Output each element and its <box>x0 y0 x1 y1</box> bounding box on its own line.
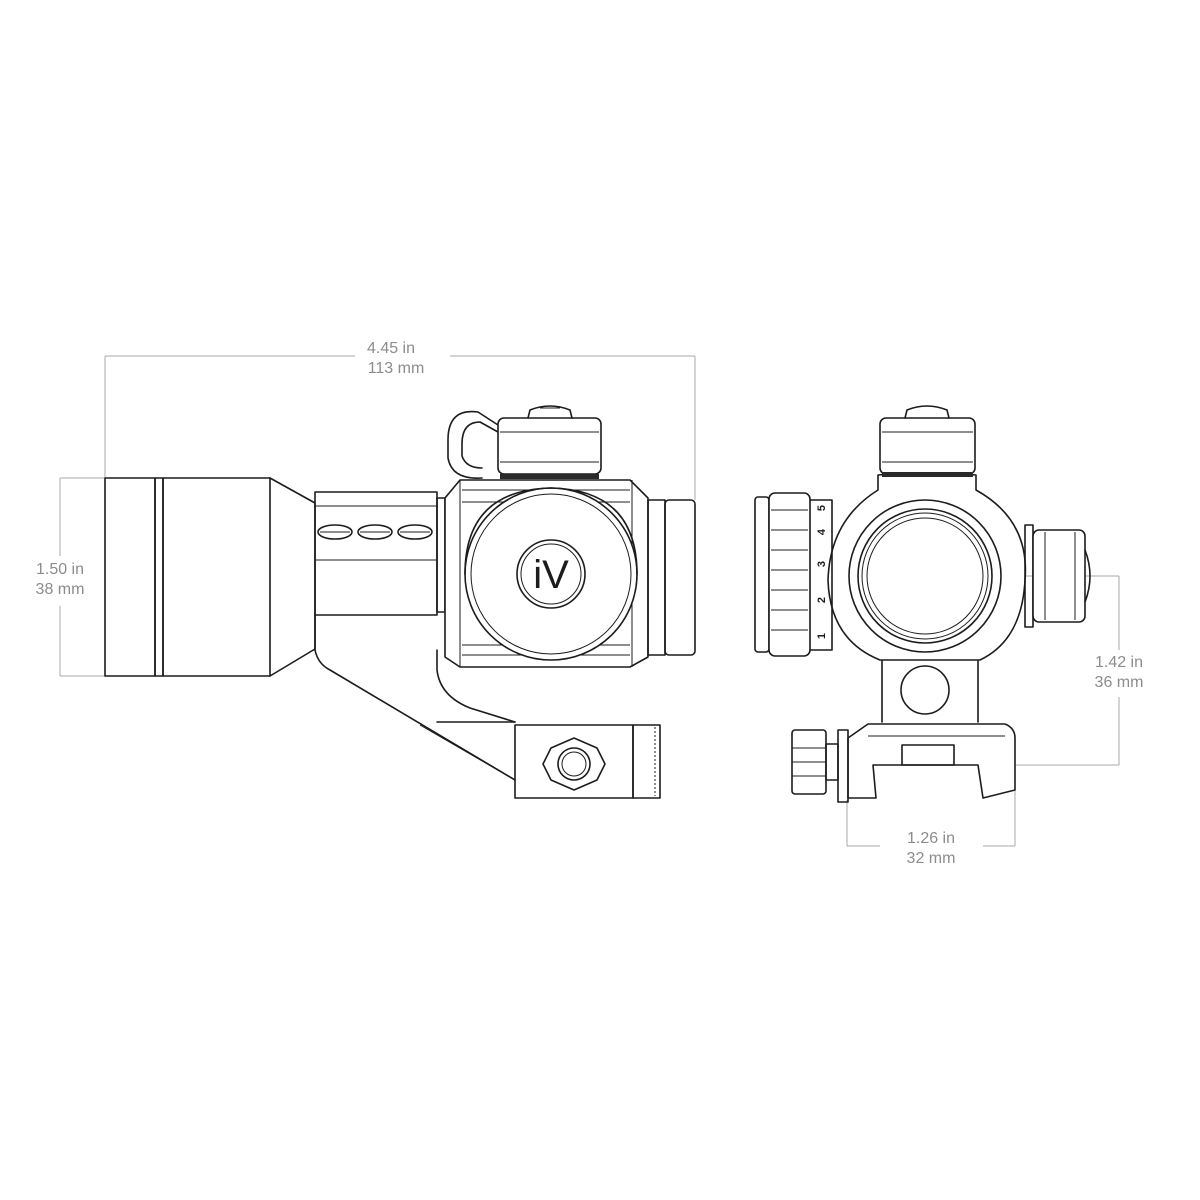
dial-label-1: 1 <box>816 633 828 639</box>
length-dimension-inches: 4.45 in <box>367 340 415 357</box>
front-mount <box>791 654 1016 803</box>
length-dimension: 4.45 in 113 mm <box>104 340 696 500</box>
dial-label-4: 4 <box>816 528 828 535</box>
dial-label-5: 5 <box>816 505 828 511</box>
side-view: 4.45 in 113 mm 1.50 in 38 mm <box>36 340 696 799</box>
logo-mark: iV <box>533 553 569 597</box>
dial-label-2: 2 <box>816 597 828 603</box>
side-turret: iV <box>464 487 638 661</box>
mount-ring <box>314 491 446 616</box>
top-turret <box>447 405 602 479</box>
dial-label-3: 3 <box>816 561 828 567</box>
front-view: 1.42 in 36 mm 1.26 in 32 mm <box>754 405 1144 867</box>
height-dimension-inches: 1.50 in <box>36 561 84 578</box>
height-dimension-mm: 38 mm <box>36 581 85 598</box>
height-dimension: 1.50 in 38 mm <box>36 477 105 677</box>
front-side-turret <box>1024 524 1091 628</box>
objective-tube <box>104 477 316 677</box>
front-top-turret <box>879 405 976 477</box>
front-body <box>827 471 1027 661</box>
rail-width-dimension-inches: 1.26 in <box>907 830 955 847</box>
length-dimension-mm: 113 mm <box>368 360 425 377</box>
axis-height-dimension-mm: 36 mm <box>1095 674 1144 691</box>
rail-width-dimension: 1.26 in 32 mm <box>846 790 1016 867</box>
axis-height-dimension-inches: 1.42 in <box>1095 654 1143 671</box>
illumination-dial: 1 2 3 4 5 <box>754 492 833 657</box>
rail-width-dimension-mm: 32 mm <box>907 850 956 867</box>
cantilever-mount <box>314 614 661 799</box>
